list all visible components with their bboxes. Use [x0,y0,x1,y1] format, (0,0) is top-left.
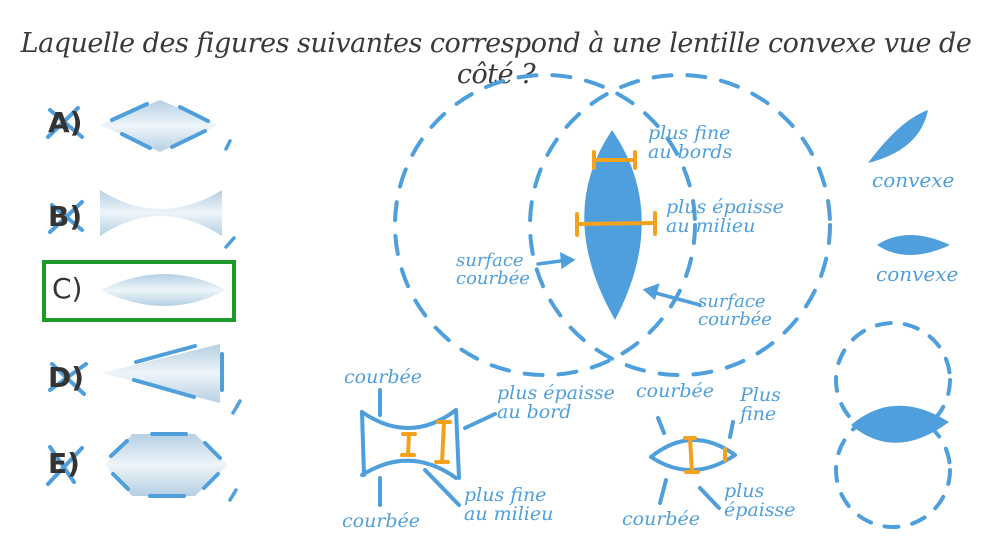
label-concave-middle: plus fine au milieu [464,484,554,525]
label-convexe-1: convexe [872,168,955,192]
option-a-label[interactable]: A) [48,106,83,139]
label-plus-fine-au-bords: plus fine au bords [648,122,733,163]
convex-example-2 [877,235,950,255]
question-title: Laquelle des figures suivantes correspon… [20,28,972,90]
option-e-shape [105,432,238,502]
label-concave-edge: plus épaisse au bord [497,382,615,423]
option-a-shape [100,100,232,152]
label-concave-bottom: courbée [342,510,421,532]
correct-answer-box[interactable] [42,260,236,322]
label-plus-epaisse-au-milieu: plus épaisse au milieu [666,196,784,237]
option-e-label[interactable]: E) [48,447,80,480]
option-c-shape [101,274,226,306]
option-d-label[interactable]: D) [48,361,85,394]
label-convex-top: courbée [636,380,715,402]
label-convexe-2: convexe [876,262,959,286]
option-c-label[interactable]: C) [52,272,83,305]
concave-lens-drawing [360,388,497,507]
label-concave-top: courbée [344,366,423,388]
label-surface-courbee-left: surface courbée [456,250,530,289]
cross-marks [46,106,88,486]
label-surface-courbee-right: surface courbée [698,291,772,330]
label-convex-middle: plus épaisse [724,480,796,521]
convex-intersection-lens [851,405,949,443]
convex-example-1 [868,110,928,163]
option-b-label[interactable]: B) [48,200,83,233]
option-b-shape [100,190,236,249]
label-convex-edge: Plus fine [740,384,781,425]
label-convex-bottom: courbée [622,508,701,530]
option-d-shape [102,344,242,415]
